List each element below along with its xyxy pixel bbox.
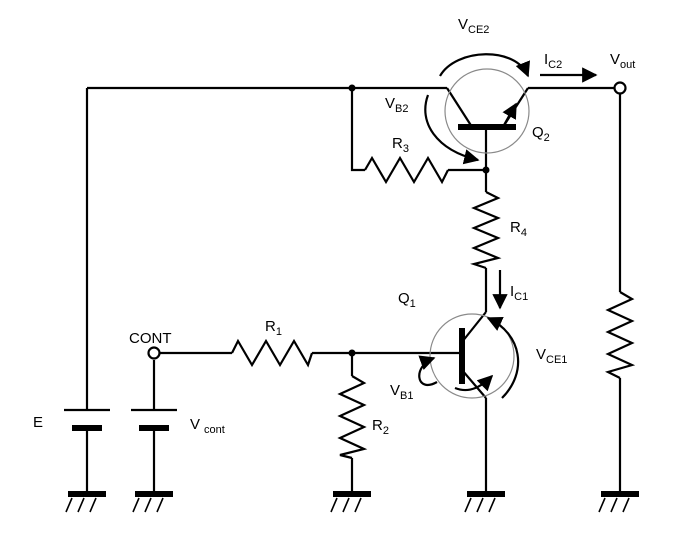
label-vout: Vout: [610, 51, 635, 71]
wires: [85, 86, 622, 492]
q1-emitter-lead: [461, 369, 487, 399]
junction-q1-base: [348, 349, 356, 357]
resistor-r4: [470, 191, 502, 270]
label-vb2: VB2: [385, 95, 408, 115]
resistors: [231, 155, 636, 460]
cont-terminal: [147, 346, 161, 360]
resistor-r1: [231, 338, 314, 368]
label-vb1: VB1: [390, 382, 413, 402]
ground-vcont: [132, 491, 173, 513]
ground-e: [65, 491, 106, 513]
q2-envelope: [444, 68, 530, 154]
label-r3: R3: [392, 135, 409, 155]
q2-collector-lead: [446, 87, 473, 128]
junction-top-rail: [348, 84, 356, 92]
label-r4: R4: [510, 219, 527, 239]
q1-collector-lead: [461, 311, 487, 343]
label-e: E: [33, 414, 43, 431]
ground-symbols: [65, 491, 639, 513]
label-ic2: IC2: [544, 51, 562, 71]
label-vce1: VCE1: [536, 346, 567, 366]
resistor-r2: [337, 375, 368, 460]
vb1-arrow: [418, 355, 438, 386]
labels: VCE2 IC2 Vout VB2 Q2 R3 R4 Q1 IC1 CONT R…: [33, 16, 635, 437]
label-r1: R1: [265, 318, 282, 338]
vce2-arrow: [439, 53, 530, 78]
vce1-arrow: [486, 316, 520, 399]
junction-q2-base: [482, 166, 490, 174]
resistor-load: [604, 291, 636, 379]
ground-load: [598, 491, 639, 513]
label-r2: R2: [372, 417, 389, 437]
battery-e: [64, 408, 110, 431]
label-cont: CONT: [129, 330, 172, 347]
r3-left-wire: [350, 88, 365, 172]
annotation-arrows: [418, 53, 598, 399]
label-ic1: IC1: [510, 283, 528, 303]
battery-vcont: [131, 408, 177, 431]
label-vce2: VCE2: [458, 16, 489, 36]
label-q1: Q1: [398, 290, 416, 310]
q1-emitter-arrow: [454, 374, 494, 392]
ground-q1: [464, 491, 505, 513]
label-q2: Q2: [532, 124, 550, 144]
vout-terminal: [613, 81, 627, 95]
resistor-r3: [364, 155, 449, 185]
q2-emitter-arrow: [502, 102, 517, 128]
ground-r2: [330, 491, 371, 513]
vb2-arrow: [424, 94, 480, 165]
junctions: [348, 84, 490, 357]
